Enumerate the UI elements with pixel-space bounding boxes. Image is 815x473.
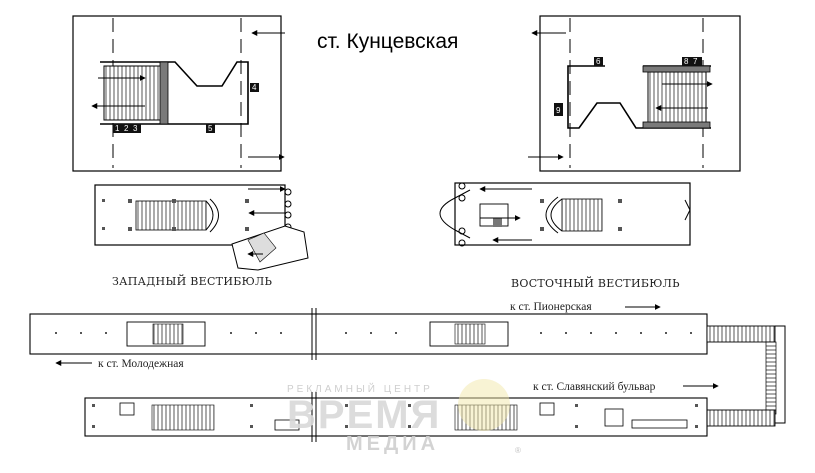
west-exit-plan <box>72 15 285 172</box>
watermark-line3: МЕДИА <box>346 433 439 455</box>
direction-slavyansky: к ст. Славянский бульвар <box>533 381 656 393</box>
watermark-globe-icon <box>458 379 510 431</box>
exit-number: 6 <box>596 57 601 66</box>
exit-number: 4 <box>252 83 257 92</box>
watermark-line2: ВРЕМЯ <box>287 393 441 437</box>
exit-number: 7 <box>693 57 698 66</box>
exit-number: 9 <box>556 106 561 115</box>
exit-number: 8 <box>684 57 689 66</box>
upper-platform <box>29 308 708 360</box>
east-exit-numbers: 6 8 7 9 <box>554 57 702 116</box>
watermark-line1: РЕКЛАМНЫЙ ЦЕНТР <box>287 382 433 395</box>
watermark: РЕКЛАМНЫЙ ЦЕНТР ВРЕМЯ МЕДИА ® <box>287 379 521 455</box>
exit-number: 2 <box>124 124 129 133</box>
west-exit-numbers: 1 2 3 4 5 <box>113 83 259 133</box>
watermark-registered-mark: ® <box>515 446 521 455</box>
lower-platform <box>84 392 708 442</box>
east-vestibule-label: ВОСТОЧНЫЙ ВЕСТИБЮЛЬ <box>511 276 680 290</box>
exit-number: 1 <box>115 124 120 133</box>
exit-number: 3 <box>133 124 138 133</box>
east-vestibule-plan <box>439 182 691 247</box>
exit-number: 5 <box>208 124 213 133</box>
connecting-passage <box>706 325 786 427</box>
direction-molodezhnaya: к ст. Молодежная <box>98 358 184 370</box>
west-vestibule-plan <box>94 184 309 271</box>
west-vestibule-label: ЗАПАДНЫЙ ВЕСТИБЮЛЬ <box>112 274 273 288</box>
east-exit-plan <box>528 15 741 172</box>
direction-pionerskaya: к ст. Пионерская <box>510 301 592 313</box>
station-title: ст. Кунцевская <box>317 30 458 53</box>
